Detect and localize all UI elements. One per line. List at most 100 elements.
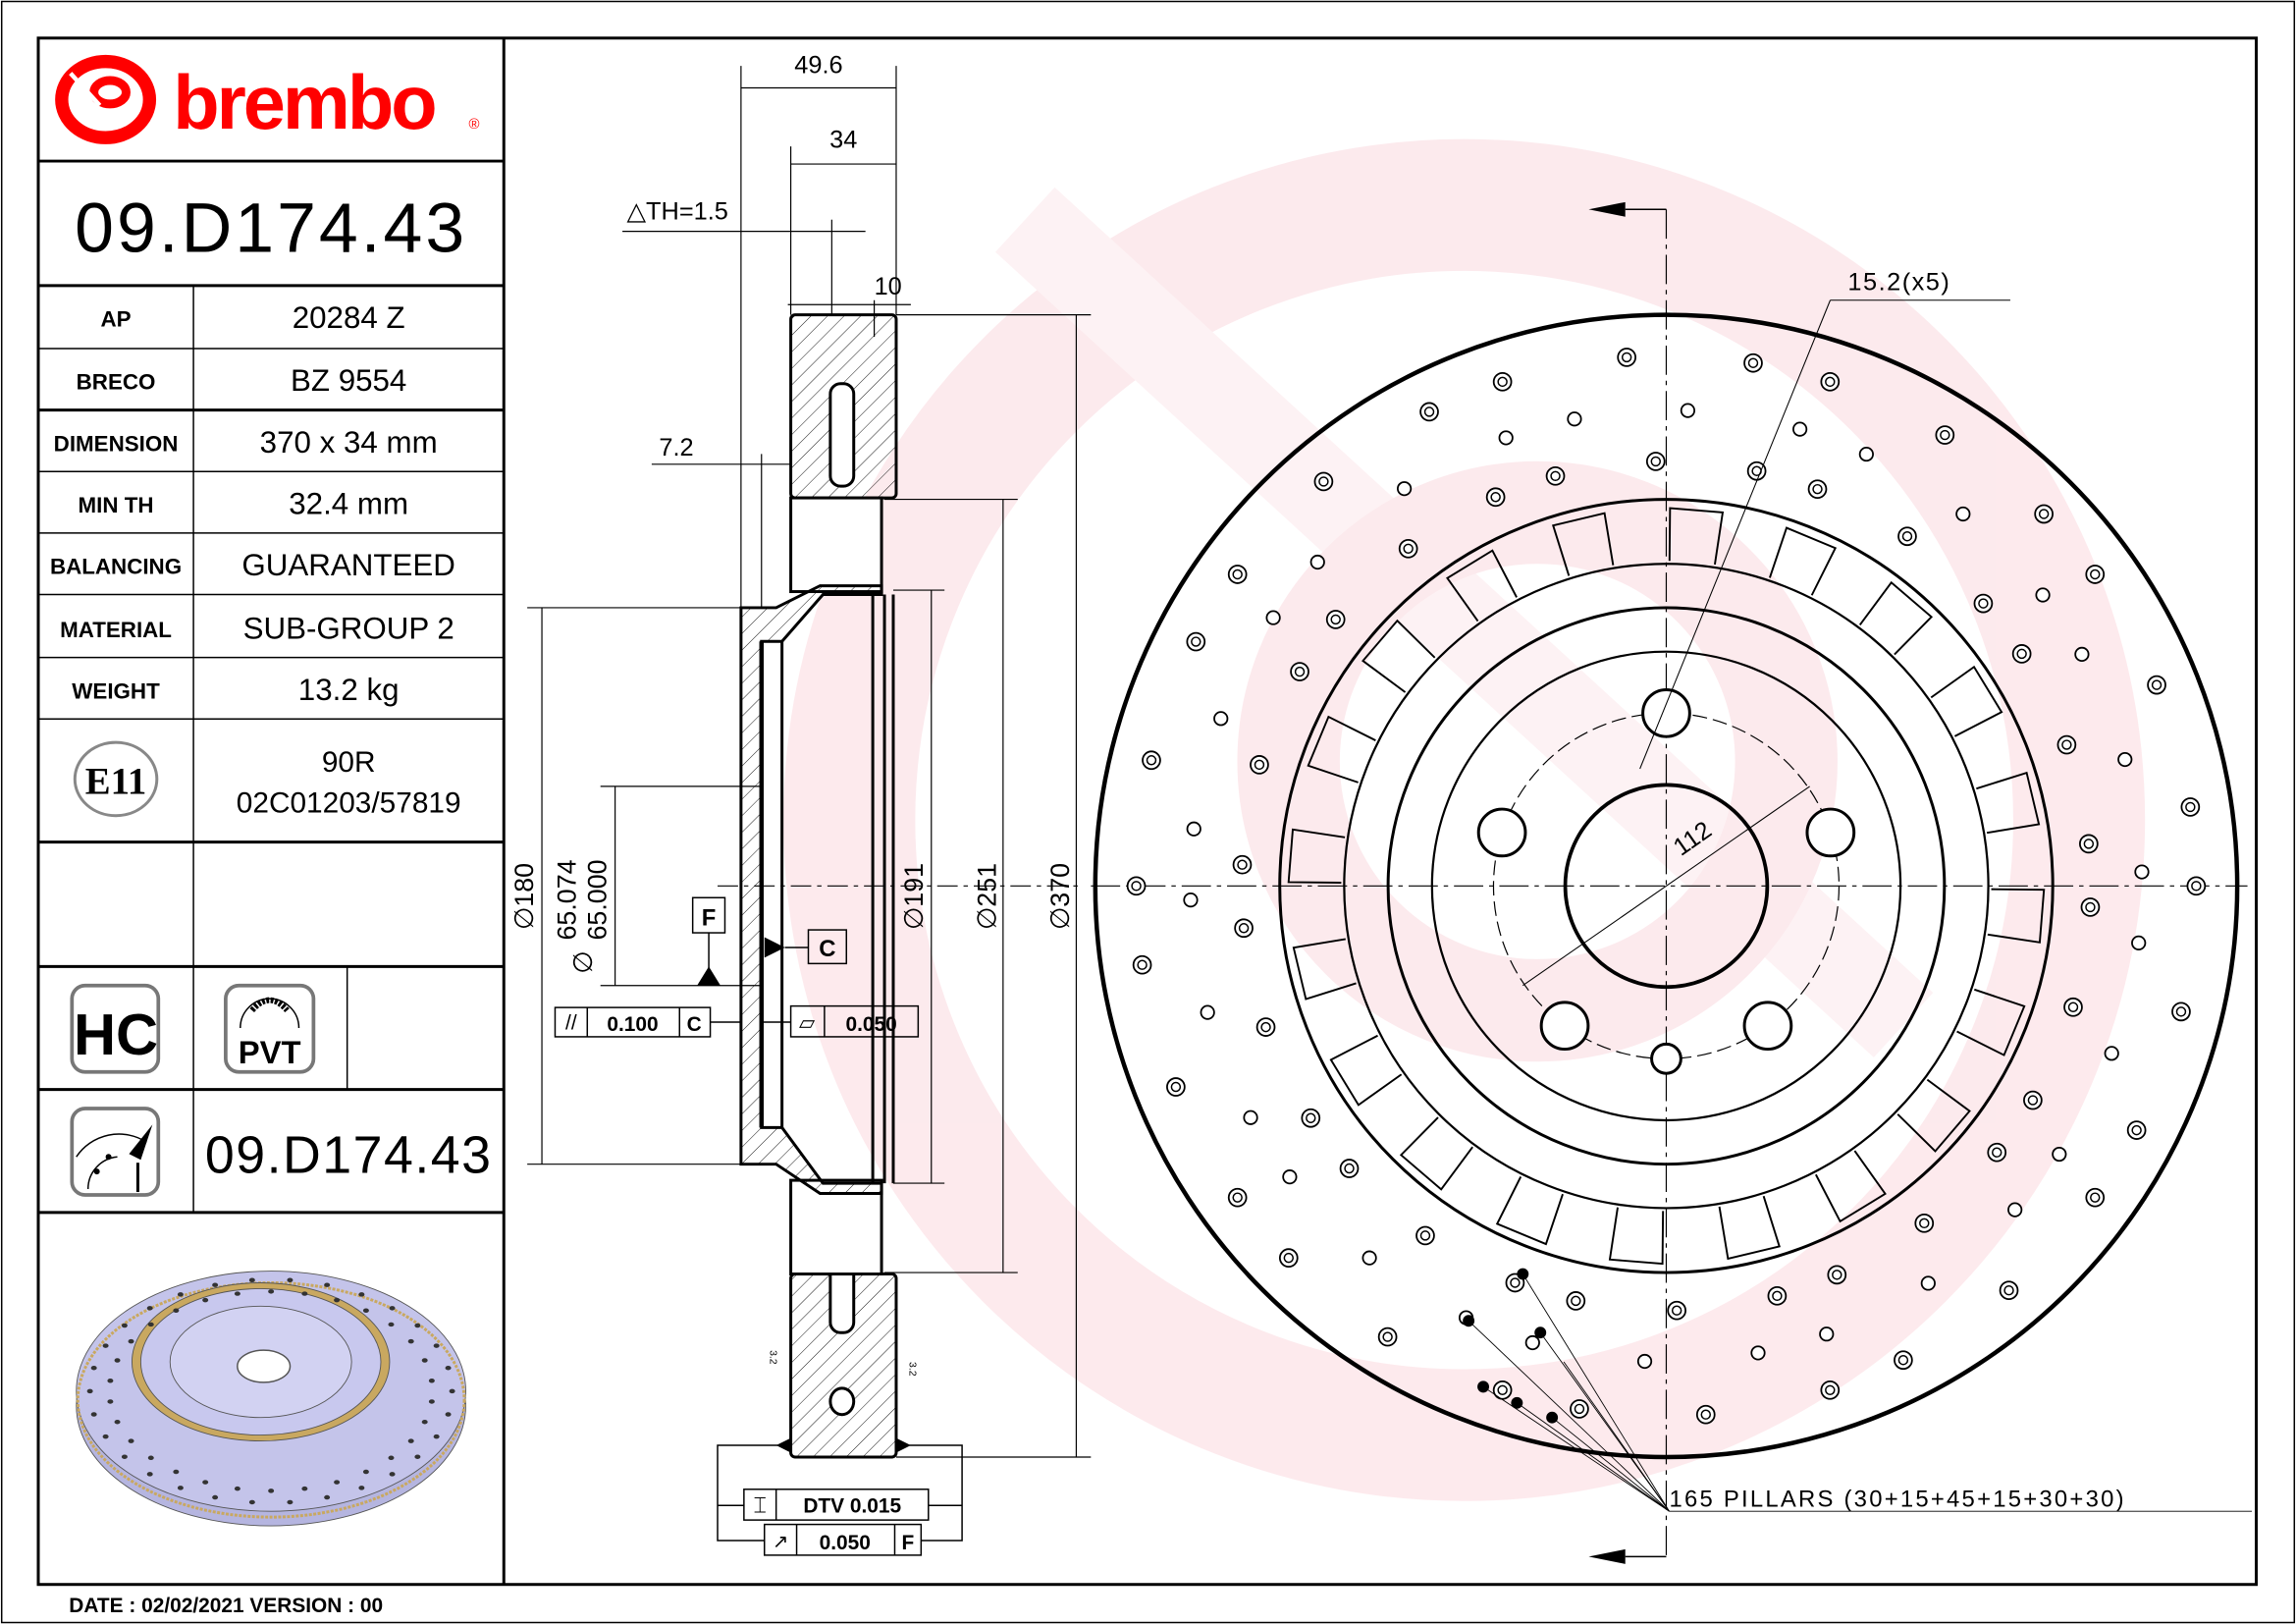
render-drill-hole <box>407 1338 414 1344</box>
pillars-label: 165 PILLARS (30+15+45+15+30+30) <box>1669 1487 2125 1513</box>
drill-hole-chamfer <box>1237 859 1248 870</box>
bolt-hole <box>1476 807 1527 858</box>
drill-hole-chamfer <box>1747 357 1759 368</box>
drill-hole <box>1186 631 1206 652</box>
drill-hole <box>1807 479 1828 500</box>
render-drill-hole <box>212 1494 219 1500</box>
dia-65-max: 65.074 <box>552 859 581 940</box>
render-drill-hole <box>287 1499 294 1505</box>
drill-hole <box>1396 481 1413 497</box>
drill-hole-chamfer <box>1254 759 1265 771</box>
drill-hole <box>2007 1202 2023 1218</box>
render-drill-hole <box>449 1388 455 1394</box>
spec-value: 32.4 mm <box>289 486 408 520</box>
bolt-hole <box>1742 1001 1793 1052</box>
drill-hole-chamfer <box>1497 376 1508 388</box>
drill-hole <box>1858 446 1874 462</box>
drill-hole-chamfer <box>1897 1355 1909 1366</box>
brembo-logo: brembo ® <box>55 54 479 145</box>
vane-pocket <box>1718 1195 1781 1261</box>
render-drill-hole <box>362 1469 369 1475</box>
drill-hole-chamfer <box>1825 376 1836 388</box>
drill-hole <box>1265 610 1281 625</box>
render-drill-hole <box>147 1455 154 1461</box>
drill-hole-chamfer <box>2038 509 2050 519</box>
render-drill-hole <box>445 1412 452 1417</box>
drill-hole <box>2080 897 2101 917</box>
render-drill-hole <box>388 1455 395 1461</box>
brembo-watermark <box>783 138 2146 1501</box>
spec-label: BRECO <box>77 370 156 395</box>
render-drill-hole <box>301 1486 308 1491</box>
svg-text:C: C <box>687 1013 702 1036</box>
drill-hole <box>1617 348 1637 367</box>
drill-hole-chamfer <box>1170 1081 1182 1093</box>
drill-hole-chamfer <box>2175 1006 2187 1017</box>
render-drill-hole <box>445 1365 452 1371</box>
render-drill-hole <box>107 1379 114 1383</box>
drill-hole <box>1243 1110 1258 1125</box>
render-drill-hole <box>421 1358 428 1363</box>
drill-hole <box>2171 1001 2191 1022</box>
drill-hole-chamfer <box>1490 492 1501 503</box>
part-number-repeat: 09.D174.43 <box>205 1126 493 1185</box>
roughness-left: 3.2 <box>768 1350 778 1365</box>
bolt-hole <box>1805 807 1856 858</box>
render-drill-hole <box>107 1399 114 1404</box>
drill-hole-chamfer <box>1510 1277 1521 1288</box>
drill-hole <box>1492 371 1513 392</box>
drill-hole <box>1746 460 1767 481</box>
render-drill-hole <box>334 1297 341 1303</box>
vane-pocket <box>1608 1207 1665 1266</box>
render-drill-hole <box>102 1343 109 1348</box>
dim-7-2: 7.2 <box>659 434 693 461</box>
date-version: DATE : 02/02/2021 VERSION : 00 <box>69 1595 383 1617</box>
drill-hole-chamfer <box>1621 352 1632 363</box>
dia-370: ∅370 <box>1045 863 1075 930</box>
drill-hole-chamfer <box>1978 598 1989 609</box>
render-drill-hole <box>301 1291 308 1296</box>
render-drill-hole <box>177 1292 184 1297</box>
render-drill-hole <box>248 1277 255 1282</box>
roughness-right: 3.2 <box>906 1362 917 1377</box>
render-drill-hole <box>114 1358 121 1363</box>
drill-hole-chamfer <box>1940 429 1950 441</box>
svg-text:0.100: 0.100 <box>607 1013 658 1036</box>
spec-label: BALANCING <box>50 555 182 579</box>
svg-text:HC: HC <box>74 1001 158 1067</box>
drill-hole <box>2131 935 2147 950</box>
drill-hole <box>1935 425 1955 445</box>
render-drill-hole <box>234 1291 240 1296</box>
drill-hole <box>2052 1146 2067 1163</box>
spec-value: BZ 9554 <box>291 363 406 398</box>
drill-hole <box>1213 711 1229 727</box>
spec-value: 20284 Z <box>293 300 405 335</box>
dia-251: ∅251 <box>972 863 1001 930</box>
dia-191: ∅191 <box>899 863 929 930</box>
drill-hole-chamfer <box>1318 476 1329 487</box>
render-drill-hole <box>324 1282 331 1287</box>
drill-hole <box>1419 402 1439 422</box>
render-drill-hole <box>428 1399 435 1404</box>
drill-hole <box>1897 526 1917 547</box>
drill-hole <box>1570 1399 1589 1419</box>
drill-hole <box>2056 734 2077 755</box>
drill-hole <box>1227 1187 1248 1208</box>
drill-hole <box>1415 1225 1435 1246</box>
dia-180: ∅180 <box>509 863 539 930</box>
render-drill-hole <box>428 1379 435 1383</box>
svg-text://: // <box>565 1011 577 1034</box>
render-drill-hole <box>268 1489 275 1493</box>
render-drill-hole <box>90 1412 97 1417</box>
vane-pocket <box>1858 580 1934 656</box>
render-drill-hole <box>102 1434 109 1439</box>
pvt-pillar-venting-icon: PVT <box>224 983 316 1074</box>
render-drill-hole <box>146 1472 153 1477</box>
drill-hole <box>2074 646 2090 663</box>
drill-hole-chamfer <box>1825 1384 1836 1396</box>
spec-value: GUARANTEED <box>241 548 454 582</box>
drill-hole-chamfer <box>1344 1163 1355 1174</box>
spec-label: WEIGHT <box>72 678 160 703</box>
